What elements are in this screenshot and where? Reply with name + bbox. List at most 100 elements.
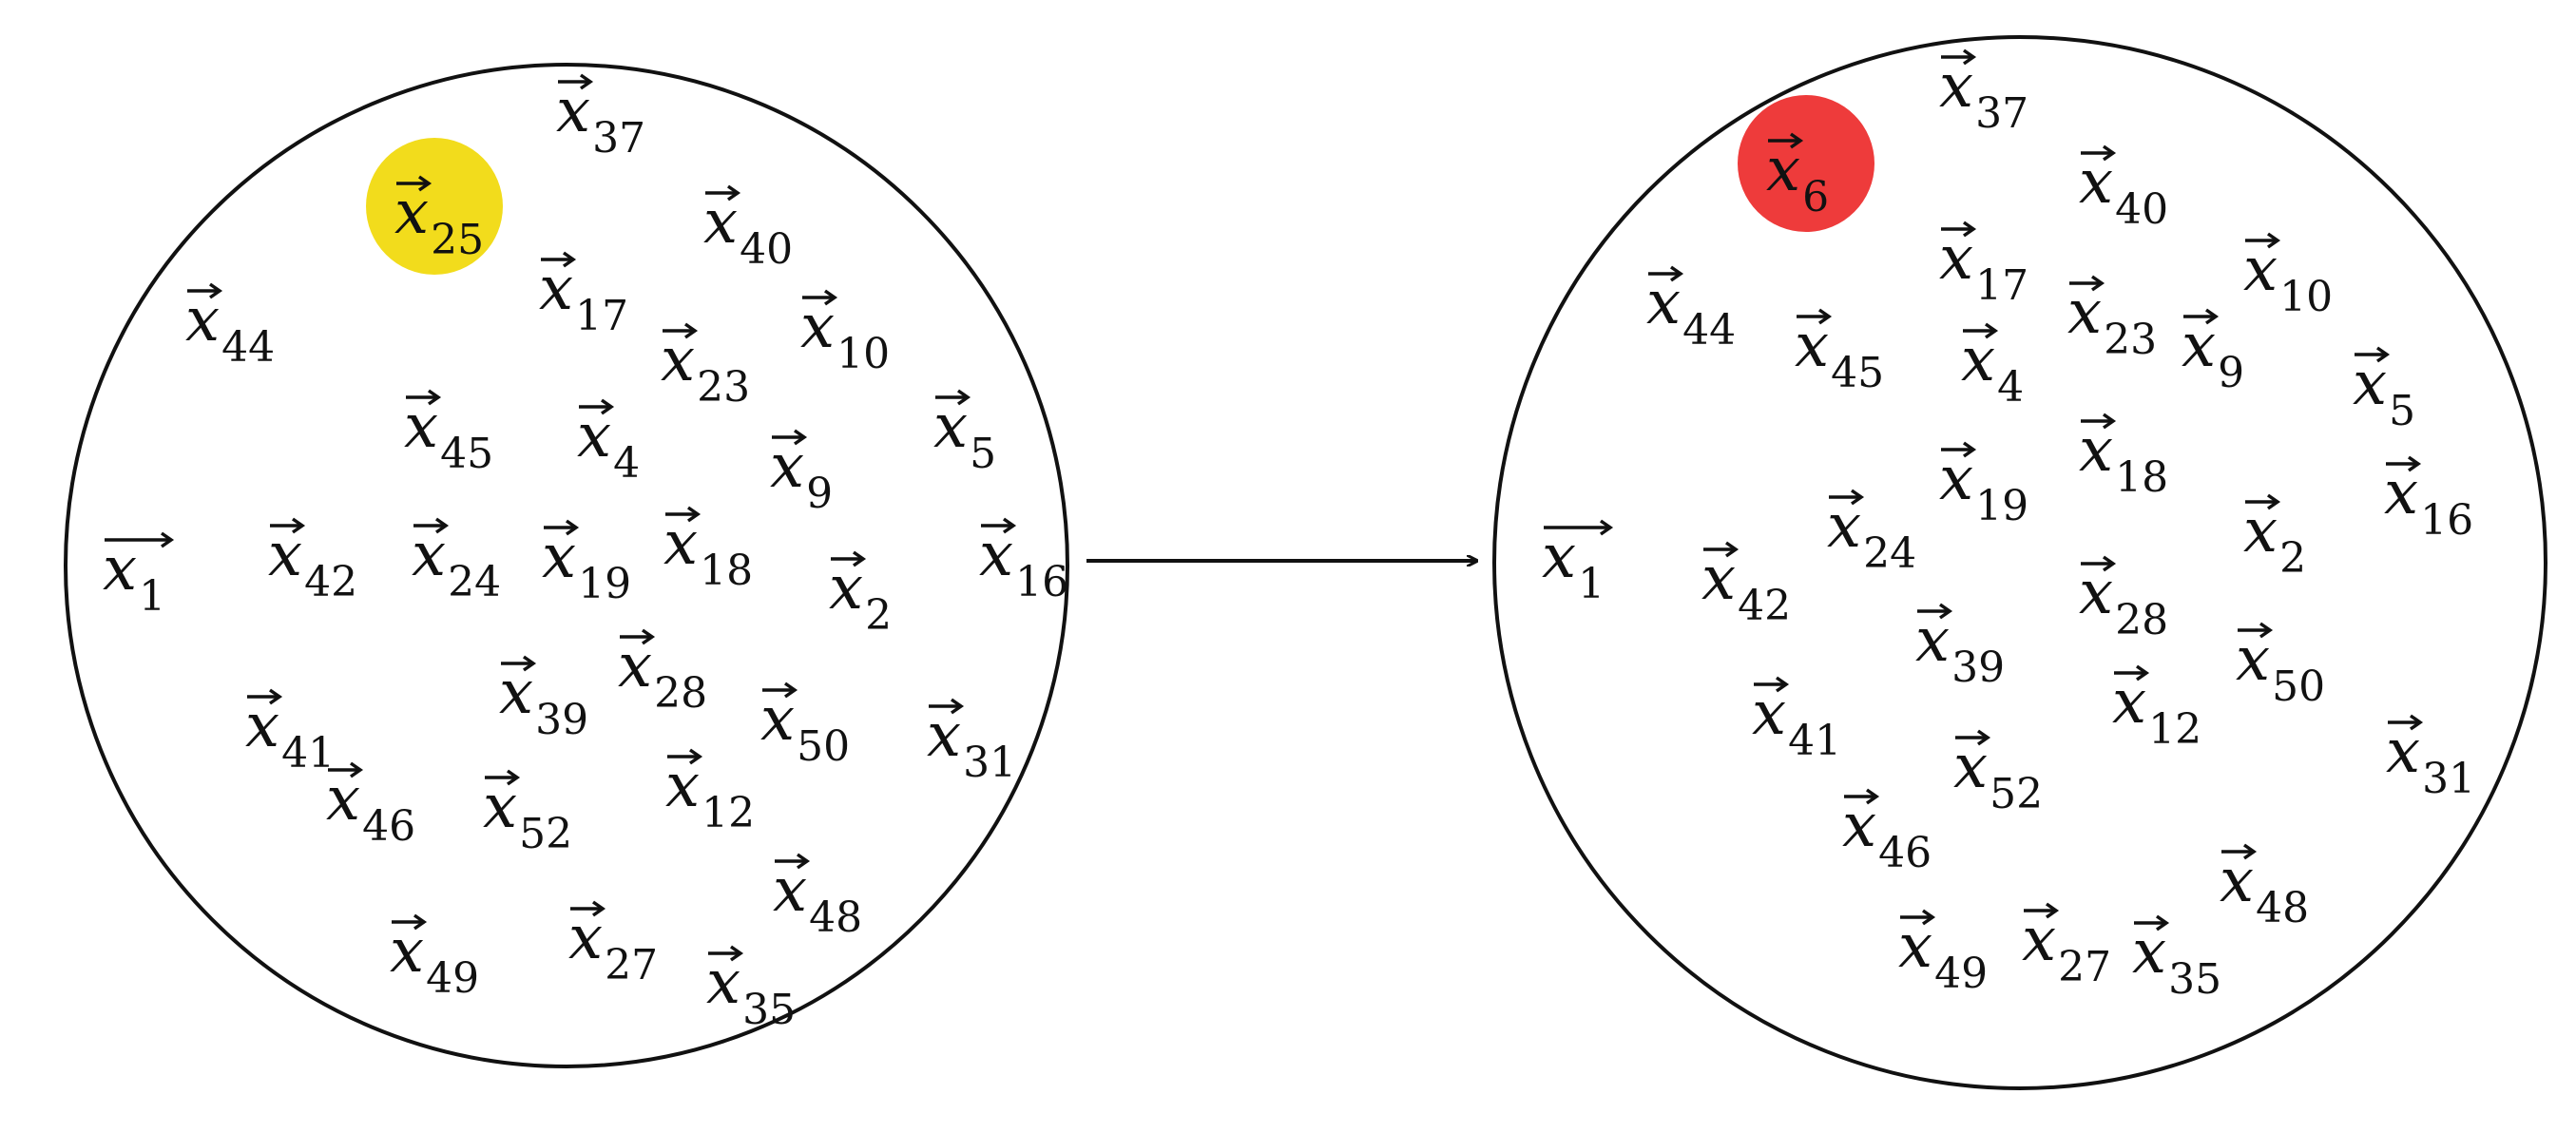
- vector-arrowhead: [291, 517, 306, 534]
- element-symbol: x16: [979, 520, 1068, 606]
- element-index: 18: [700, 547, 753, 595]
- right-element-x2: x2: [2243, 493, 2306, 583]
- element-symbol: x9: [770, 432, 833, 518]
- left-element-x44: x44: [185, 282, 275, 372]
- vector-arrowhead: [729, 945, 744, 962]
- left-element-x16: x16: [979, 517, 1068, 606]
- vector-arrowhead: [1921, 909, 1936, 926]
- element-index: 50: [797, 722, 850, 771]
- right-element-x31: x31: [2386, 714, 2475, 803]
- left-element-x28: x28: [618, 628, 707, 718]
- element-index: 6: [1802, 173, 1829, 221]
- element-symbol: x42: [268, 520, 357, 606]
- right-element-x18: x18: [2079, 413, 2168, 502]
- element-symbol: x41: [245, 691, 335, 778]
- element-symbol: x31: [2386, 717, 2475, 803]
- vector-arrowhead: [683, 322, 699, 339]
- left-element-x10: x10: [800, 289, 890, 378]
- element-symbol: x4: [577, 401, 640, 488]
- element-symbol: x12: [665, 751, 755, 837]
- element-index: 48: [2256, 884, 2309, 932]
- element-symbol: x50: [760, 684, 850, 771]
- element-symbol: x45: [1795, 311, 1884, 397]
- element-index: 37: [592, 114, 645, 163]
- vector-arrowhead: [2090, 275, 2105, 292]
- element-symbol: x2: [829, 553, 892, 640]
- element-index: 12: [2148, 705, 2201, 754]
- element-symbol: x18: [663, 509, 753, 595]
- element-symbol: x45: [404, 392, 493, 478]
- vector-arrowhead: [796, 853, 811, 870]
- right-element-x44: x44: [1646, 265, 1736, 355]
- element-symbol: x28: [618, 631, 707, 718]
- element-index: 31: [963, 739, 1016, 787]
- element-symbol: x27: [2022, 905, 2111, 991]
- left-element-x50: x50: [760, 682, 850, 771]
- element-symbol: x5: [2353, 349, 2415, 435]
- element-index: 19: [1975, 482, 2028, 530]
- element-symbol: x17: [1939, 223, 2028, 310]
- element-index: 44: [1682, 306, 1736, 355]
- right-element-x48: x48: [2220, 843, 2309, 932]
- vector-arrowhead: [1724, 541, 1740, 558]
- element-symbol: x31: [927, 701, 1016, 787]
- vector-arrowhead: [591, 900, 606, 917]
- element-index: 49: [1934, 950, 1988, 998]
- left-element-x12: x12: [665, 748, 755, 837]
- element-symbol: x37: [556, 76, 645, 163]
- element-symbol: x41: [1752, 679, 1841, 765]
- left-element-x2: x2: [829, 550, 892, 640]
- element-index: 37: [1975, 89, 2028, 138]
- element-index: 5: [2389, 387, 2415, 435]
- element-index: 17: [575, 292, 628, 340]
- element-index: 27: [605, 941, 658, 989]
- vector-arrowhead: [2407, 455, 2422, 472]
- element-symbol: x24: [412, 520, 501, 606]
- element-index: 1: [139, 572, 165, 621]
- element-symbol: x1: [1542, 522, 1605, 608]
- element-symbol: x44: [1646, 268, 1736, 355]
- right-element-x28: x28: [2079, 555, 2168, 644]
- right-highlight-marker: [1738, 95, 1874, 232]
- element-index: 39: [1951, 643, 2005, 692]
- element-index: 1: [1578, 560, 1605, 608]
- vector-arrowhead: [434, 517, 450, 534]
- vector-arrowhead: [1962, 221, 1977, 238]
- element-index: 44: [221, 323, 275, 372]
- element-index: 23: [697, 363, 750, 412]
- left-element-x25: x25: [366, 138, 503, 275]
- element-index: 28: [654, 669, 707, 718]
- left-element-x19: x19: [542, 519, 631, 608]
- vector-arrowhead: [2045, 902, 2060, 919]
- vector-arrowhead: [1817, 308, 1833, 325]
- element-index: 18: [2115, 453, 2168, 502]
- element-symbol: x23: [661, 325, 750, 412]
- right-element-x50: x50: [2236, 622, 2325, 711]
- vector-arrowhead: [2135, 664, 2150, 682]
- right-element-x23: x23: [2067, 275, 2157, 364]
- left-element-x27: x27: [568, 900, 658, 989]
- element-index: 41: [1788, 717, 1841, 765]
- left-set-circle: [64, 63, 1069, 1068]
- left-element-x9: x9: [770, 429, 833, 518]
- element-index: 40: [2115, 185, 2168, 234]
- element-symbol: x24: [1827, 491, 1916, 578]
- vector-arrowhead: [1865, 788, 1880, 805]
- left-element-x49: x49: [390, 913, 479, 1003]
- element-symbol: x48: [773, 855, 862, 942]
- vector-arrowhead: [413, 913, 428, 931]
- vector-arrowhead: [1599, 519, 1614, 536]
- right-element-x12: x12: [2112, 664, 2201, 754]
- element-index: 28: [2115, 596, 2168, 644]
- right-element-x1: x1: [1542, 519, 1614, 608]
- vector-arrowhead: [783, 682, 798, 699]
- left-element-x4: x4: [577, 398, 640, 488]
- element-index: 27: [2058, 943, 2111, 991]
- right-element-x16: x16: [2384, 455, 2473, 545]
- element-index: 10: [2279, 273, 2333, 321]
- vector-arrowhead: [579, 73, 594, 90]
- element-symbol: x10: [2243, 235, 2333, 321]
- vector-arrowhead: [688, 748, 703, 765]
- left-element-x5: x5: [933, 389, 996, 478]
- vector-arrowhead: [2204, 308, 2220, 325]
